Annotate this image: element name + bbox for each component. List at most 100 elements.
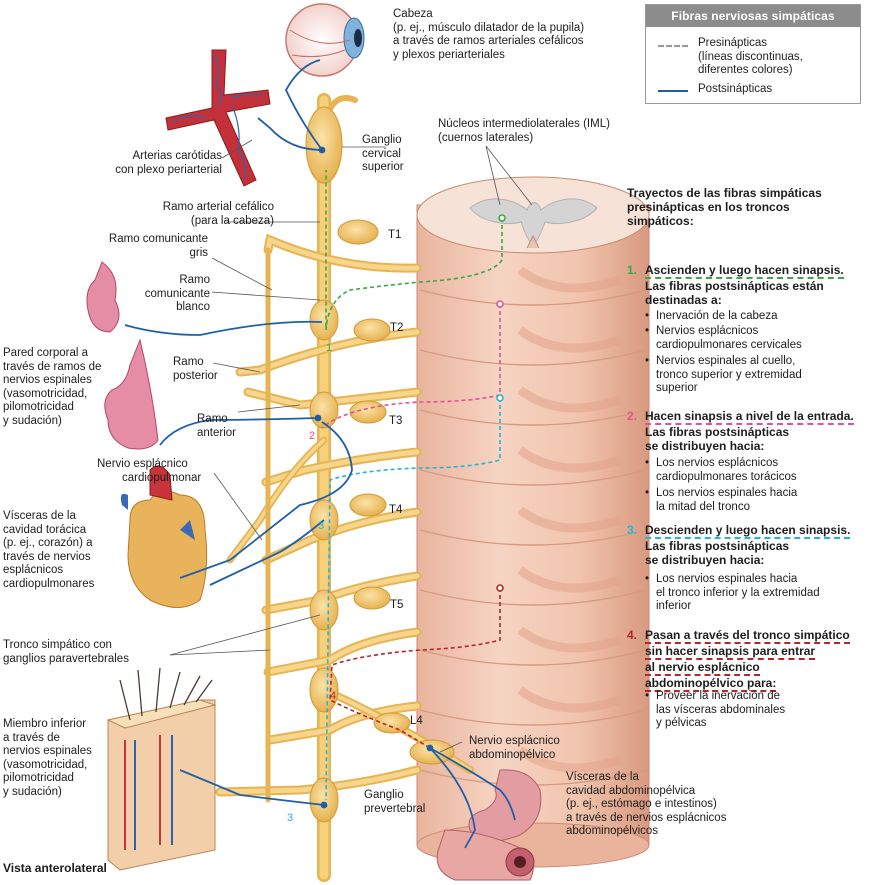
label-tronco: Tronco simpático con ganglios paraverteb… bbox=[3, 639, 129, 666]
pathway-3-bullet: Los nervios espinales hacia el tronco in… bbox=[645, 573, 820, 614]
pathway-1-head-line: Las fibras postsinápticas están bbox=[645, 279, 824, 293]
bullet-line: las vísceras abdominales bbox=[656, 703, 786, 716]
label-visceras-tor-line: (p. ej., corazón) a bbox=[3, 537, 93, 549]
label-ganglio-prev-line: prevertebral bbox=[364, 802, 426, 815]
path-marker-1: 1 bbox=[326, 342, 333, 354]
label-miembro-line: y sudación) bbox=[3, 785, 62, 798]
label-arterias-line: Arterias carótidas bbox=[132, 150, 222, 162]
presynaptic-fiber-2 bbox=[321, 300, 504, 429]
label-ramo-blanco-line: comunicante bbox=[144, 287, 210, 300]
pathway-4-num: 4. bbox=[627, 628, 638, 642]
pathway-3-head: Descienden y luego hacen sinapsis. Las f… bbox=[645, 523, 851, 567]
legend-pre-line: (líneas discontinuas, bbox=[698, 50, 803, 63]
label-ganglio-prev: Ganglio prevertebral bbox=[364, 789, 425, 816]
legend-title: Fibras nerviosas simpáticas bbox=[646, 5, 860, 27]
pathways-title-line: presinápticas en los troncos bbox=[627, 200, 790, 214]
label-cabeza-line: (p. ej., músculo dilatador de la pupila) bbox=[393, 21, 585, 34]
level-t3: T3 bbox=[389, 415, 403, 427]
label-ramo-blanco-line: blanco bbox=[176, 301, 210, 313]
label-arterias-line: con plexo periarterial bbox=[115, 163, 222, 176]
bullet-line: Inervación de la cabeza bbox=[656, 310, 778, 322]
gray-matter bbox=[469, 198, 598, 245]
path-marker-2: 2 bbox=[309, 430, 316, 442]
label-tronco-line: ganglios paravertebrales bbox=[3, 652, 129, 665]
label-ramo-arterial-line: (para la cabeza) bbox=[190, 214, 274, 227]
label-cabeza-line: Cabeza bbox=[393, 8, 433, 20]
level-t5: T5 bbox=[390, 599, 404, 611]
label-nervio-abd-line: abdominopélvico bbox=[469, 748, 556, 761]
label-visceras-toracicas: Vísceras de la cavidad torácica (p. ej.,… bbox=[3, 510, 94, 591]
pathway-1-head-line: destinadas a: bbox=[645, 293, 722, 307]
label-ramo-posterior: Ramo posterior bbox=[173, 356, 218, 383]
label-pared-line: través de ramos de bbox=[3, 360, 102, 373]
pathway-1-head-line: Ascienden y luego hacen sinapsis. bbox=[645, 263, 844, 279]
pathway-4-head-line: Pasan a través del tronco simpático bbox=[645, 628, 850, 644]
bullet-line: cardiopulmonares cervicales bbox=[656, 338, 802, 351]
label-ramo-arterial: Ramo arterial cefálico (para la cabeza) bbox=[150, 201, 274, 228]
label-ramo-anterior: Ramo anterior bbox=[197, 413, 236, 440]
label-ganglio-line: superior bbox=[362, 161, 404, 173]
pathway-4-head: Pasan a través del tronco simpático sin … bbox=[645, 628, 879, 692]
pathway-1-num: 1. bbox=[627, 263, 638, 277]
label-ramo-anterior-line: anterior bbox=[197, 426, 236, 439]
bullet-line: inferior bbox=[656, 600, 692, 612]
legend-pre-line: diferentes colores) bbox=[698, 64, 793, 76]
label-cabeza-line: y plexos periarteriales bbox=[393, 48, 505, 61]
bullet-line: Proveer la inervación de bbox=[656, 690, 781, 702]
label-nervio-abd: Nervio esplácnico abdominopélvico bbox=[469, 735, 560, 762]
label-miembro-line: Miembro inferior bbox=[3, 718, 87, 730]
label-visceras-abd-line: (p. ej., estómago e intestinos) bbox=[566, 798, 717, 810]
pathway-1-bullet: Nervios esplácnicos cardiopulmonares cer… bbox=[645, 325, 802, 352]
pathway-2-head-line: se distribuyen hacia: bbox=[645, 439, 765, 453]
label-ramo-posterior-line: Ramo bbox=[173, 356, 204, 368]
label-pared-line: pilomotricidad bbox=[3, 401, 74, 413]
pathway-4-head-line: sin hacer sinapsis para entrar bbox=[645, 644, 816, 660]
legend-post: Postsinápticas bbox=[698, 83, 773, 95]
postsynaptic-fibers bbox=[124, 59, 516, 849]
skin-illustration bbox=[106, 667, 217, 871]
label-visceras-abd-line: abdominopélvicos bbox=[566, 825, 659, 837]
spinal-cord bbox=[416, 176, 650, 868]
label-ganglio-prev-line: Ganglio bbox=[364, 789, 404, 801]
label-visceras-tor-line: esplácnicos bbox=[3, 564, 64, 576]
label-ganglio-cervical: Ganglio cervical superior bbox=[362, 134, 404, 175]
label-nervio-cardio: Nervio esplácnico cardiopulmonar bbox=[97, 458, 201, 485]
label-ganglio-line: Ganglio bbox=[362, 134, 402, 146]
label-ramo-gris-line: gris bbox=[189, 246, 208, 259]
label-ramo-arterial-line: Ramo arterial cefálico bbox=[162, 201, 274, 213]
path-marker-3b: 3 bbox=[287, 812, 294, 824]
label-miembro-line: nervios espinales bbox=[3, 745, 92, 757]
stomach-illustration bbox=[436, 769, 542, 881]
label-pared-line: nervios espinales bbox=[3, 374, 92, 386]
level-t4: T4 bbox=[389, 504, 403, 516]
carotid-arteries bbox=[165, 49, 271, 187]
bullet-line: Nervios espinales al cuello, bbox=[656, 355, 796, 367]
label-nucleos: Núcleos intermediolaterales (IML) (cuern… bbox=[438, 118, 610, 145]
pathway-3-head-line: Descienden y luego hacen sinapsis. bbox=[645, 523, 851, 539]
path-marker-3: 3 bbox=[318, 520, 325, 532]
label-visceras-abd-line: Vísceras de la bbox=[566, 771, 639, 783]
label-miembro-line: pilomotricidad bbox=[3, 772, 74, 784]
presynaptic-fiber-1 bbox=[325, 170, 506, 331]
bullet-line: el tronco inferior y la extremidad bbox=[656, 586, 820, 599]
leader-lines bbox=[169, 139, 533, 753]
pathway-1-bullet: Nervios espinales al cuello, tronco supe… bbox=[645, 355, 802, 396]
pathway-2-head: Hacen sinapsis a nivel de la entrada. La… bbox=[645, 409, 854, 453]
label-ramo-gris: Ramo comunicante gris bbox=[90, 233, 208, 260]
label-tronco-line: Tronco simpático con bbox=[3, 639, 112, 651]
label-pared-line: y sudación) bbox=[3, 414, 62, 427]
pathway-2-num: 2. bbox=[627, 409, 638, 423]
label-cabeza-line: a través de ramos arteriales cefálicos bbox=[393, 35, 584, 47]
label-nervio-abd-line: Nervio esplácnico bbox=[469, 735, 560, 747]
level-t1: T1 bbox=[388, 229, 402, 241]
label-nucleos-line: (cuernos laterales) bbox=[438, 131, 534, 144]
label-ramo-blanco: Ramo comunicante blanco bbox=[130, 274, 210, 315]
pathway-2-head-line: Hacen sinapsis a nivel de la entrada. bbox=[645, 409, 854, 425]
label-pared-line: Pared corporal a bbox=[3, 347, 89, 359]
presynaptic-fiber-4 bbox=[329, 584, 504, 749]
level-t2: T2 bbox=[390, 322, 404, 334]
label-ramo-gris-line: Ramo comunicante bbox=[108, 233, 208, 245]
label-visceras-tor-line: cardiopulmonares bbox=[3, 577, 95, 590]
path-marker-4: 4 bbox=[330, 690, 337, 702]
